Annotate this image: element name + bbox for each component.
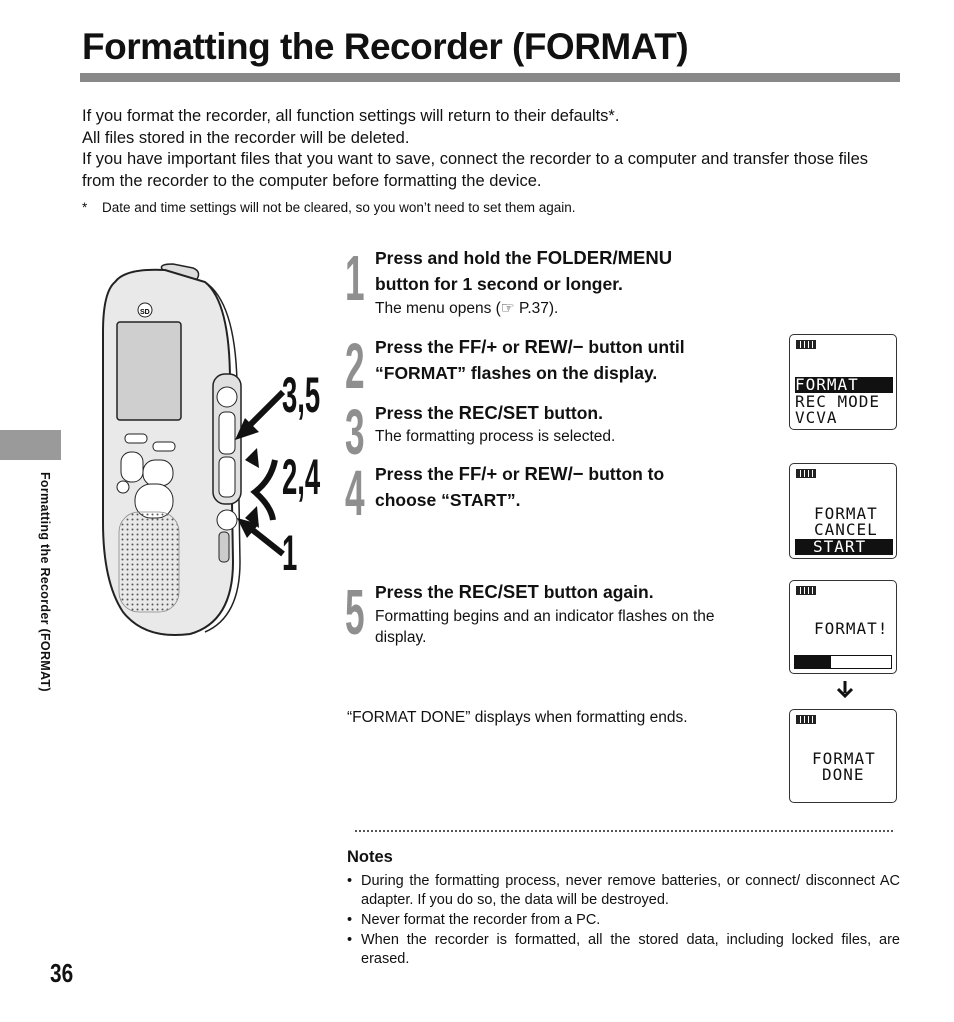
side-section-label: Formatting the Recorder (FORMAT) [38, 472, 52, 692]
note-item: When the recorder is formatted, all the … [347, 931, 900, 969]
notes-divider [355, 830, 893, 832]
step-title: Press the REC/SET button again. [375, 579, 654, 605]
note-item: Never format the recorder from a PC. [347, 911, 900, 930]
step-title: Press the REC/SET button. [375, 400, 603, 426]
footnote: * Date and time settings will not be clea… [82, 200, 576, 215]
callout-label: 2,4 [282, 449, 321, 505]
button-key: FF/+ [458, 336, 498, 357]
step-number: 2 [345, 330, 365, 402]
callout-label: 1 [282, 525, 298, 581]
lcd-line: FORMAT! [814, 619, 889, 638]
lcd-line: FORMAT [812, 749, 876, 768]
battery-icon [796, 715, 816, 724]
step-number: 4 [345, 457, 365, 529]
step-title: Press the FF/+ or REW/− button until “FO… [375, 334, 685, 386]
progress-fill [795, 656, 832, 668]
lcd-screen-done: FORMAT DONE [789, 709, 897, 803]
step-text: Press the [375, 403, 459, 423]
step-text: or [497, 464, 525, 484]
lcd-line: FORMAT [795, 377, 893, 393]
notes-title: Notes [347, 848, 393, 866]
step-text: Press the [375, 337, 459, 357]
lcd-line: REC MODE [795, 392, 881, 411]
footnote-mark: * [82, 200, 88, 215]
step-sub: The formatting process is selected. [375, 428, 616, 445]
button-key: REW/− [524, 463, 584, 484]
intro-line: All files stored in the recorder will be… [82, 128, 410, 147]
step-title: Press the FF/+ or REW/− button to choose… [375, 461, 664, 513]
step-text: Press the [375, 582, 459, 602]
step-title: Press and hold the FOLDER/MENU button fo… [375, 245, 672, 297]
lcd-line: DONE [822, 765, 865, 784]
step-text: button until [583, 337, 685, 357]
step-text: Press the [375, 464, 459, 484]
lcd-line: CANCEL [814, 520, 878, 539]
lcd-line: START [795, 539, 893, 555]
step-text: choose “START”. [375, 490, 521, 510]
battery-icon [796, 340, 816, 349]
intro-line: If you format the recorder, all function… [82, 107, 620, 125]
page-number: 36 [50, 958, 74, 988]
intro-line: If you have important files that you wan… [82, 150, 869, 190]
step-number: 1 [345, 242, 365, 314]
done-text: “FORMAT DONE” displays when formatting e… [347, 709, 688, 726]
step-number: 3 [345, 396, 365, 468]
callout-label: 3,5 [282, 367, 321, 423]
button-key: REW/− [524, 336, 584, 357]
button-key: FF/+ [458, 463, 498, 484]
button-key: FOLDER/MENU [536, 247, 673, 268]
arrow-down-icon [837, 681, 853, 698]
title-rule [80, 73, 900, 82]
notes-list: During the formatting process, never rem… [347, 872, 900, 969]
step-text: button for 1 second or longer. [375, 274, 623, 294]
lcd-screen-confirm: FORMAT CANCEL START [789, 463, 897, 559]
step-text: or [497, 337, 525, 357]
lcd-screen-progress: FORMAT! [789, 580, 897, 674]
button-key: REC/SET [458, 402, 539, 423]
battery-icon [796, 586, 816, 595]
lcd-screen-menu: FORMAT REC MODE VCVA [789, 334, 897, 430]
step-number: 5 [345, 576, 365, 648]
svg-text:SD: SD [140, 309, 150, 316]
button-key: REC/SET [458, 581, 539, 602]
section-tab [0, 430, 61, 460]
battery-icon [796, 469, 816, 478]
step-text: button. [538, 403, 603, 423]
step-text: Press and hold the [375, 248, 537, 268]
footnote-text: Date and time settings will not be clear… [102, 200, 576, 215]
step-text: button to [583, 464, 665, 484]
step-text: button again. [538, 582, 654, 602]
step-text: “FORMAT” flashes on the display. [375, 363, 658, 383]
lcd-line: VCVA [795, 408, 838, 427]
progress-bar [794, 655, 892, 669]
lcd-line: FORMAT [814, 504, 878, 523]
note-item: During the formatting process, never rem… [347, 872, 900, 910]
intro-text: If you format the recorder, all function… [82, 106, 904, 192]
recorder-illustration: SD [102, 263, 286, 636]
step-sub: The menu opens (☞ P.37). [375, 300, 559, 317]
step-sub: Formatting begins and an indicator flash… [375, 608, 715, 646]
page-title: Formatting the Recorder (FORMAT) [82, 26, 689, 67]
